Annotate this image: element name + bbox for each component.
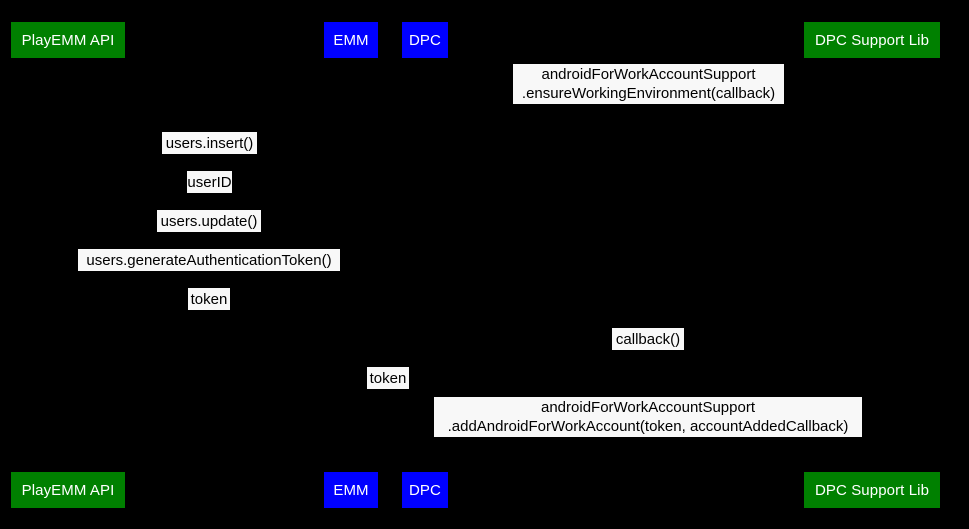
participant-top-playemm-api[interactable]: PlayEMM API (11, 22, 125, 58)
message-label-users-update: users.update() (157, 210, 261, 232)
participant-top-dpc[interactable]: DPC (402, 22, 448, 58)
participant-top-dpc-support-lib[interactable]: DPC Support Lib (804, 22, 940, 58)
participant-label: DPC Support Lib (814, 481, 930, 499)
message-line-1: users.update() (160, 212, 258, 230)
message-label-user-id: userID (187, 171, 232, 193)
participant-label: PlayEMM API (21, 31, 115, 49)
participant-bottom-dpc-support-lib[interactable]: DPC Support Lib (804, 472, 940, 508)
message-line-2: .addAndroidForWorkAccount(token, account… (447, 418, 849, 435)
message-label-ensure-working-environment: androidForWorkAccountSupport .ensureWork… (513, 64, 784, 104)
participant-label: DPC (409, 31, 441, 49)
participant-label: EMM (333, 481, 369, 499)
participant-label: DPC (409, 481, 441, 499)
message-line-1: token (369, 369, 407, 387)
message-label-users-insert: users.insert() (162, 132, 257, 154)
message-label-token-to-dpc: token (367, 367, 409, 389)
participant-bottom-playemm-api[interactable]: PlayEMM API (11, 472, 125, 508)
message-label-callback: callback() (612, 328, 684, 350)
participant-bottom-emm[interactable]: EMM (324, 472, 378, 508)
message-line-1: users.generateAuthenticationToken() (86, 251, 332, 269)
participant-bottom-dpc[interactable]: DPC (402, 472, 448, 508)
message-line-1: androidForWorkAccountSupport (541, 66, 756, 83)
message-label-token-to-emm: token (188, 288, 230, 310)
message-line-1: users.insert() (165, 134, 254, 152)
message-line-1: callback() (615, 330, 681, 348)
message-line-1: token (190, 290, 228, 308)
message-line-2: .ensureWorkingEnvironment(callback) (521, 85, 776, 102)
message-label-add-android-for-work-account: androidForWorkAccountSupport .addAndroid… (434, 397, 862, 437)
participant-top-emm[interactable]: EMM (324, 22, 378, 58)
participant-label: EMM (333, 31, 369, 49)
participant-label: DPC Support Lib (814, 31, 930, 49)
message-line-1: userID (187, 173, 232, 191)
participant-label: PlayEMM API (21, 481, 115, 499)
message-line-1: androidForWorkAccountSupport (541, 399, 755, 416)
message-label-users-generate-authentication-token: users.generateAuthenticationToken() (78, 249, 340, 271)
